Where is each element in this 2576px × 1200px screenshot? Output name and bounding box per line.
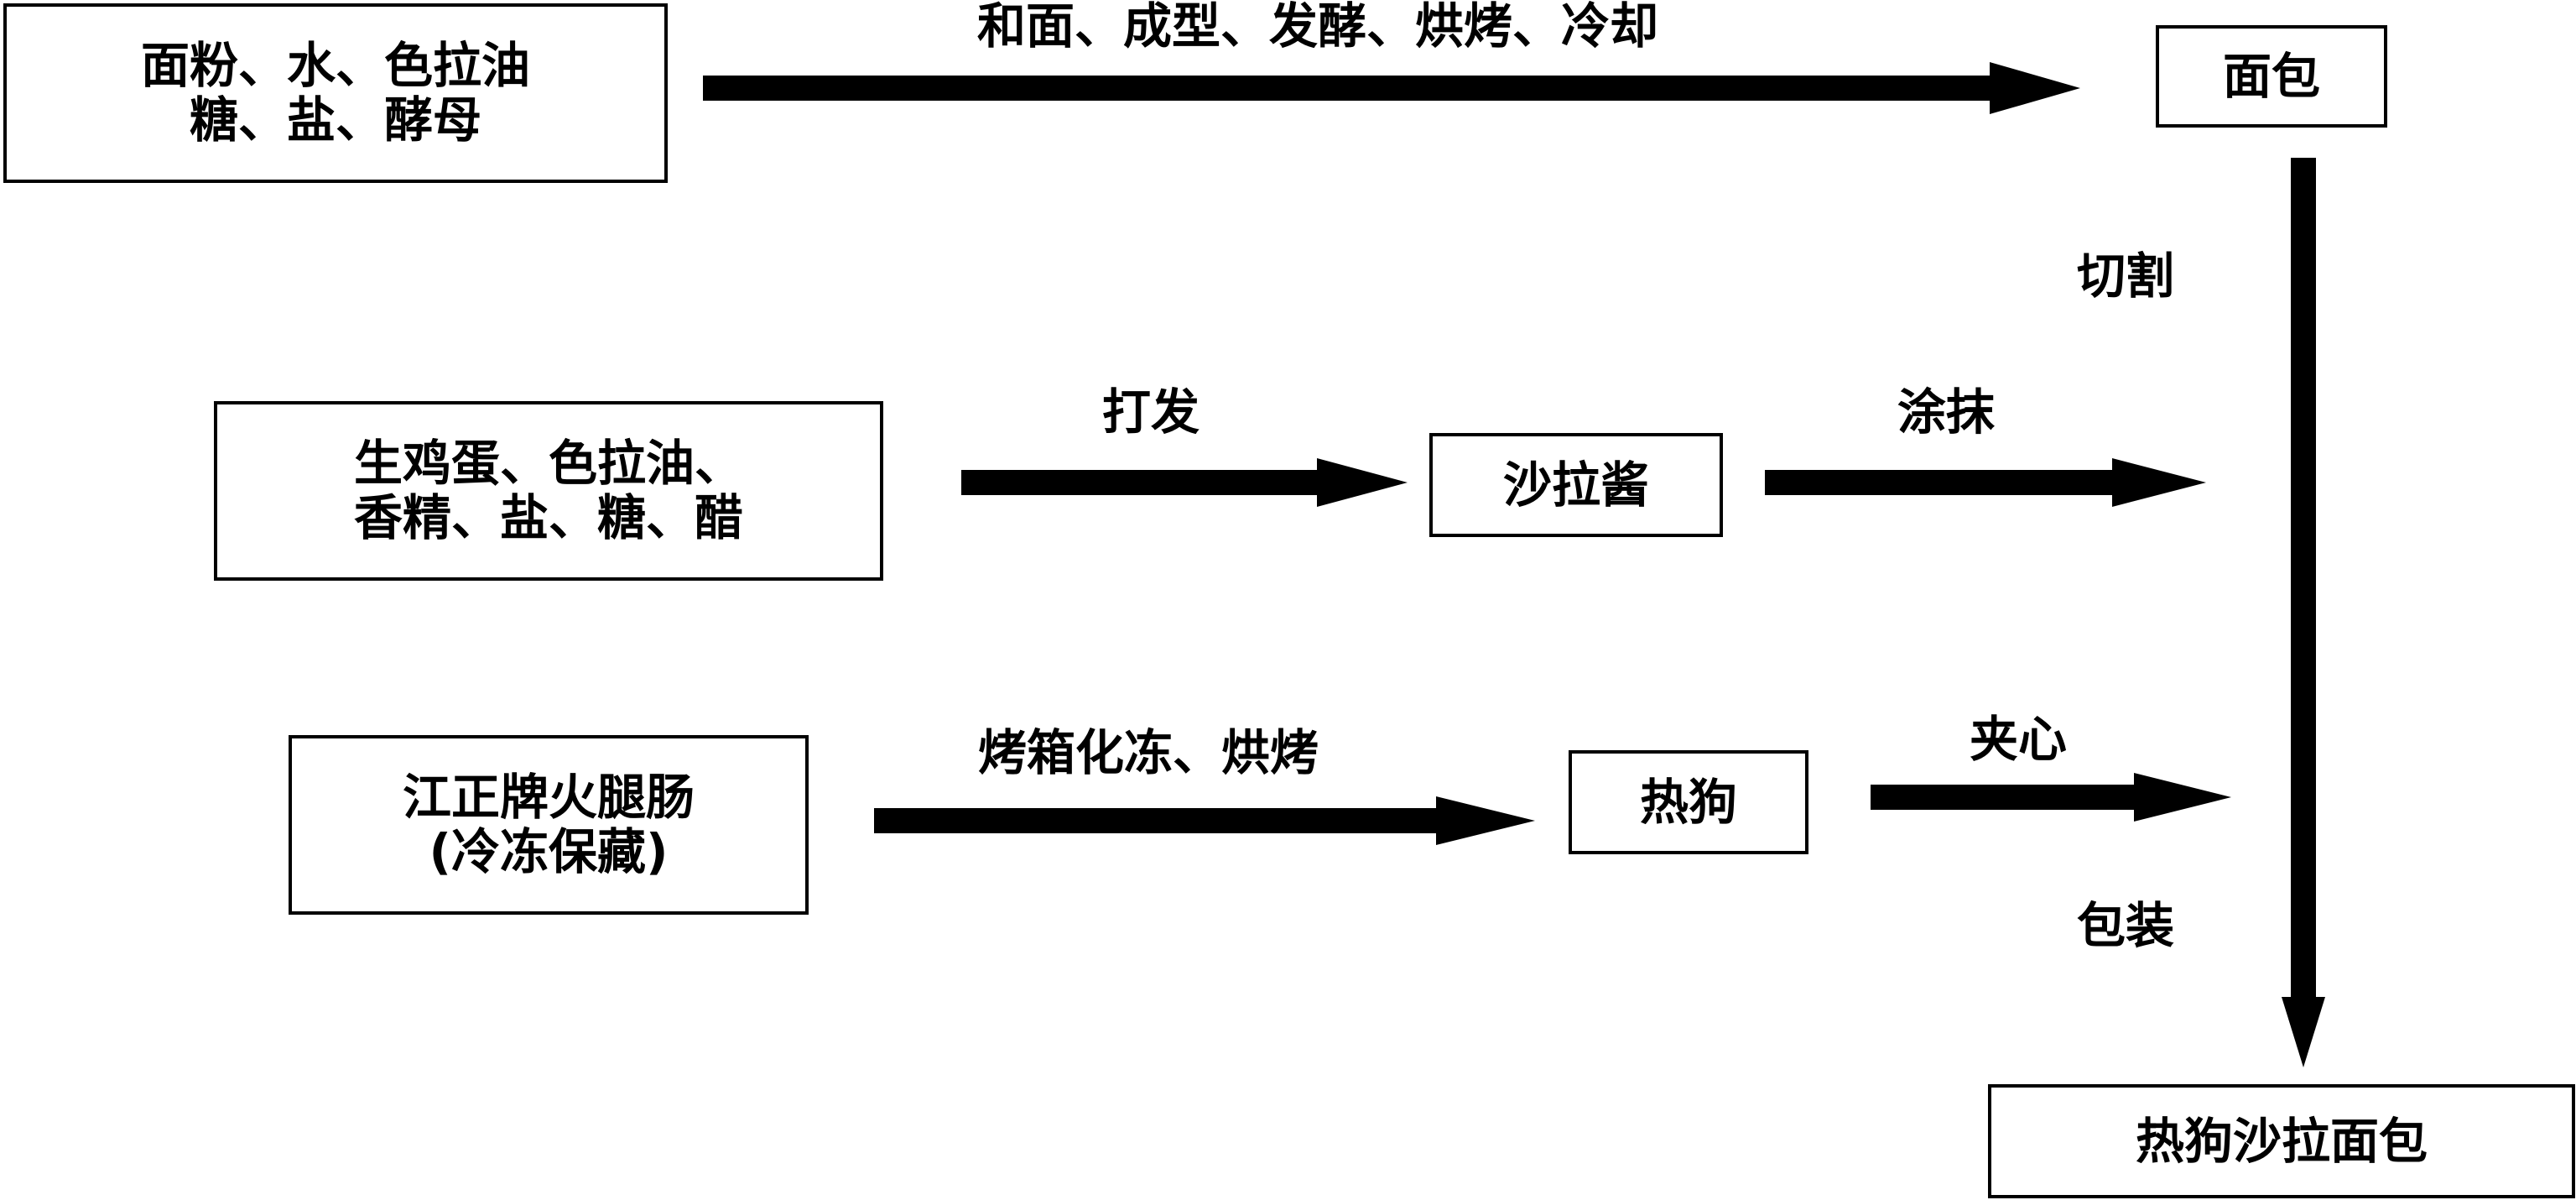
bread-box: 面包 [2156,25,2387,128]
sauce-ingredients-box: 生鸡蛋、色拉油、 香精、盐、糖、醋 [214,401,883,581]
step-thaw-bake: 烤箱化冻、烘烤 [978,724,1319,781]
ham-sausage-line2: (冷冻保藏) [429,823,669,880]
arrow-salad-sauce-to-main-line [1765,458,2206,507]
ham-sausage-box: 江正牌火腿肠 (冷冻保藏) [289,735,809,915]
bread-ingredients-line2: 糖、盐、酵母 [189,91,481,149]
arrow-bread-to-final [2282,158,2325,1067]
arrow-hotdog-to-main-line [1871,773,2231,822]
bread-ingredients-box: 面粉、水、色拉油 糖、盐、酵母 [3,3,668,183]
step-spread: 涂抹 [1897,383,1996,441]
step-fill: 夹心 [1970,711,2068,768]
ham-sausage-line1: 江正牌火腿肠 [402,769,695,827]
salad-sauce-label: 沙拉酱 [1502,456,1649,514]
final-product-box: 热狗沙拉面包 [1988,1084,2575,1198]
final-product-label: 热狗沙拉面包 [2135,1112,2428,1170]
hotdog-label: 热狗 [1639,773,1737,831]
step-package: 包装 [2077,897,2175,954]
arrow-ham-to-hotdog [874,796,1535,845]
bread-label: 面包 [2222,47,2320,105]
step-bread-process: 和面、成型、发酵、烘烤、冷却 [977,0,1659,55]
salad-sauce-box: 沙拉酱 [1429,433,1723,537]
bread-ingredients-line1: 面粉、水、色拉油 [140,37,530,95]
hotdog-box: 热狗 [1569,750,1808,854]
arrow-ingredients-to-bread [703,62,2080,114]
sauce-ingredients-line1: 生鸡蛋、色拉油、 [353,435,743,493]
sauce-ingredients-line2: 香精、盐、糖、醋 [353,489,743,546]
arrow-sauce-ingredients-to-salad-sauce [961,458,1408,507]
step-whip: 打发 [1102,383,1200,441]
step-cut: 切割 [2077,248,2175,305]
